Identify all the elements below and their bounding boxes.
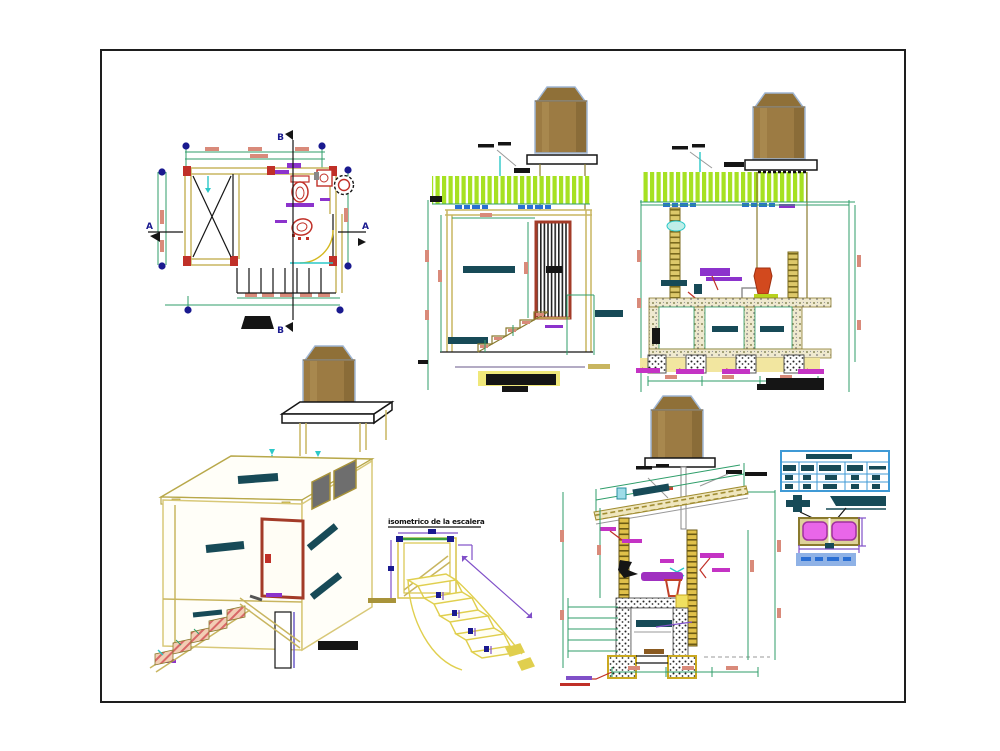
isometric-view (149, 345, 396, 673)
section-frame (637, 200, 861, 392)
toilet-bottom (291, 218, 313, 240)
water-tank (752, 92, 806, 160)
wall-label (463, 266, 515, 273)
drawing-sheet: B B A A (146, 86, 890, 686)
section-line-a: A A (146, 222, 369, 246)
table-body-cells (785, 475, 880, 489)
soil-mark (588, 364, 610, 369)
door-swing (290, 229, 334, 264)
spec-table (780, 450, 890, 492)
drawing-border: B B A A (100, 49, 906, 703)
toilet-top (286, 175, 314, 207)
iso-door (260, 517, 305, 600)
septic-dimensions (560, 490, 781, 677)
foundations (636, 354, 824, 374)
tank-platform-3d (279, 400, 395, 425)
floor-plan-view: B B A A (146, 130, 369, 336)
heater (753, 267, 773, 295)
column (686, 529, 698, 647)
tank-platform (526, 154, 598, 165)
plan-title-block (241, 316, 274, 329)
section-label-a-right: A (362, 222, 369, 232)
elevation-stairs (477, 311, 549, 353)
sink-counter (314, 169, 333, 187)
washbasin (333, 174, 355, 196)
wall-label (448, 337, 488, 344)
sloped-roof (593, 463, 749, 525)
water-tank (534, 86, 588, 154)
elevation-dimensions (418, 200, 535, 390)
cloud-symbol (666, 220, 686, 232)
tank-platform (744, 159, 818, 171)
grid-bubbles (158, 142, 352, 314)
detail-dimensions (798, 517, 866, 553)
interior-labels (600, 527, 730, 597)
septic-section-view (560, 395, 781, 686)
grass-hatch (643, 172, 807, 202)
ladder (787, 251, 799, 299)
plan-shelf-labels (275, 163, 330, 223)
elevation-title-block (478, 371, 560, 392)
platform-legs (299, 410, 387, 456)
step-markers (436, 592, 492, 654)
plan-stairs (236, 268, 336, 294)
iso-stairs (149, 597, 301, 673)
iso-title-block (318, 641, 358, 650)
septic-chambers (648, 297, 832, 359)
grass-hatch (432, 176, 590, 204)
duct-section (798, 517, 860, 549)
roof-label (237, 473, 279, 484)
left-stairs (567, 598, 618, 658)
section-label-b-bottom: B (277, 326, 284, 336)
table-header-cells (783, 465, 886, 471)
detail-caption (796, 553, 856, 566)
plan-dimension-text (160, 147, 348, 297)
iso-windows (311, 458, 357, 511)
ground-mark (368, 598, 396, 603)
stair-detail-title: isometrico de la escalera (388, 517, 485, 526)
cistern-x-brace (192, 175, 232, 258)
pipe-detail (786, 495, 886, 566)
section-label-b-top: B (277, 133, 284, 143)
callout-labels (786, 495, 886, 521)
tank-platform (644, 457, 716, 468)
level-label-blue (455, 205, 488, 209)
side-rail (545, 294, 623, 355)
stair-isometric-view: isometrico de la escalera (388, 517, 535, 671)
table-title (806, 454, 852, 459)
water-tank (650, 395, 704, 463)
section-line-b: B B (277, 130, 294, 336)
stair-steps (405, 573, 535, 671)
shower-symbol (205, 176, 211, 193)
front-elevation-view (418, 86, 623, 392)
cross-section-view (636, 92, 861, 392)
tank-annotation (672, 144, 705, 150)
section-title-block (757, 378, 824, 390)
section-label-a-left: A (146, 222, 153, 232)
tank-annotation (478, 142, 511, 148)
plan-columns (183, 166, 337, 266)
landing (396, 536, 457, 599)
stair-detail-dimensions (388, 529, 533, 619)
barred-door (534, 220, 572, 320)
level-label-blue (518, 205, 551, 209)
